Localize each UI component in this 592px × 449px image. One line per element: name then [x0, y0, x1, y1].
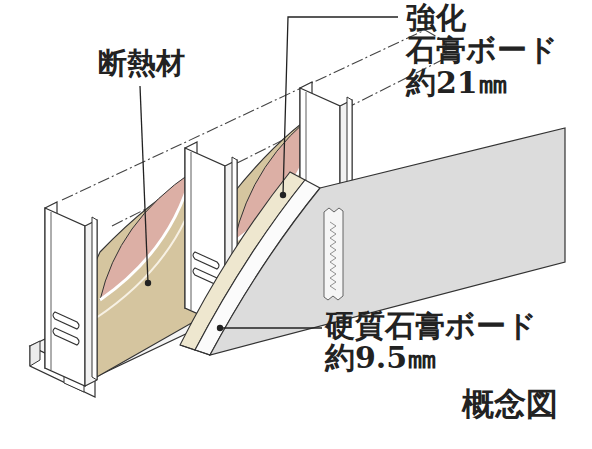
leader-dot	[145, 192, 286, 331]
part-label: 強化 石膏ボード 約21㎜	[406, 2, 558, 99]
part-label: 硬質石膏ボード 約9.5㎜	[325, 310, 537, 375]
part-label: 断熱材	[98, 48, 185, 79]
caption: 概念図	[462, 387, 558, 422]
